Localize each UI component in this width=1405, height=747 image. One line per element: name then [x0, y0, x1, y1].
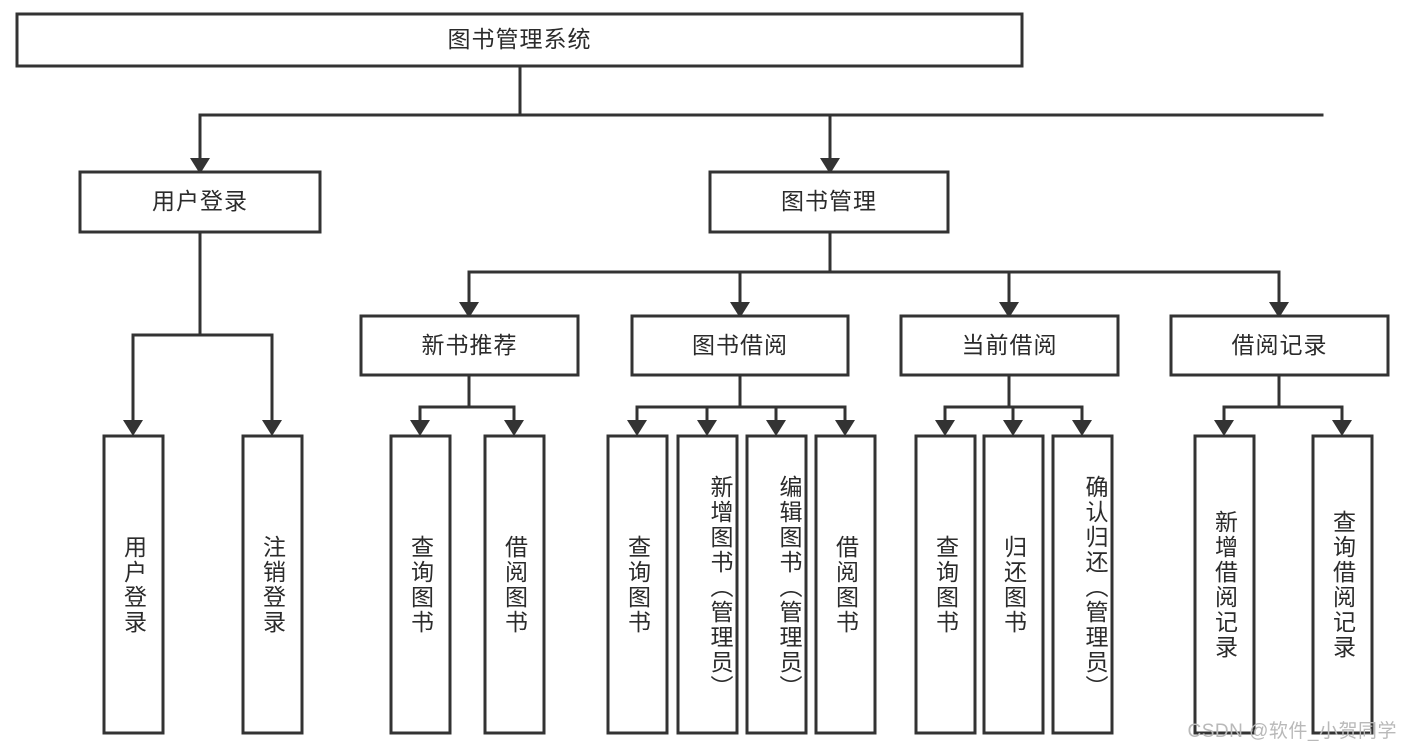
node-box-current-borrow[interactable] [899, 314, 1120, 377]
node-box-user-login[interactable] [78, 170, 322, 234]
arrow-head-leaf-user-login [123, 420, 143, 436]
arrow-head-current-borrow [999, 302, 1019, 318]
arrow-head-leaf-edit-book [766, 420, 786, 436]
node-box-leaf-add-book[interactable] [676, 434, 739, 735]
watermark-text: CSDN @软件_小贺同学 [1187, 721, 1397, 742]
node-box-leaf-user-login[interactable] [102, 434, 165, 735]
node-box-leaf-query-record[interactable] [1311, 434, 1374, 735]
arrow-head-leaf-query-book-3 [935, 420, 955, 436]
node-box-leaf-query-book-1[interactable] [389, 434, 452, 735]
arrow-head-leaf-query-record [1332, 420, 1352, 436]
node-box-new-book-recommend[interactable] [359, 314, 580, 377]
arrow-head-leaf-add-record [1214, 420, 1234, 436]
node-box-leaf-edit-book[interactable] [745, 434, 808, 735]
arrow-head-new-book-recommend [459, 302, 479, 318]
node-box-book-borrow[interactable] [630, 314, 850, 377]
arrow-head-leaf-query-book-2 [627, 420, 647, 436]
arrow-head-borrow-record [1269, 302, 1289, 318]
arrow-head-leaf-return-book [1003, 420, 1023, 436]
arrow-head-leaf-logout-login [262, 420, 282, 436]
arrow-head-leaf-query-book-1 [410, 420, 430, 436]
arrow-head-book-borrow [730, 302, 750, 318]
node-box-borrow-record[interactable] [1169, 314, 1390, 377]
arrow-head-leaf-confirm-return [1072, 420, 1092, 436]
arrow-head-leaf-add-book [697, 420, 717, 436]
node-box-leaf-query-book-3[interactable] [914, 434, 977, 735]
arrow-head-leaf-borrow-book-1 [504, 420, 524, 436]
node-box-leaf-add-record[interactable] [1193, 434, 1256, 735]
node-box-root[interactable] [15, 12, 1024, 68]
node-box-leaf-borrow-book-1[interactable] [483, 434, 546, 735]
arrow-head-user-login [190, 158, 210, 174]
node-box-leaf-return-book[interactable] [982, 434, 1045, 735]
node-box-leaf-confirm-return[interactable] [1051, 434, 1114, 735]
node-box-leaf-borrow-book-2[interactable] [814, 434, 877, 735]
node-box-leaf-logout-login[interactable] [241, 434, 304, 735]
node-box-leaf-query-book-2[interactable] [606, 434, 669, 735]
arrow-head-book-manage [820, 158, 840, 174]
arrow-head-leaf-borrow-book-2 [835, 420, 855, 436]
node-box-book-manage[interactable] [708, 170, 950, 234]
